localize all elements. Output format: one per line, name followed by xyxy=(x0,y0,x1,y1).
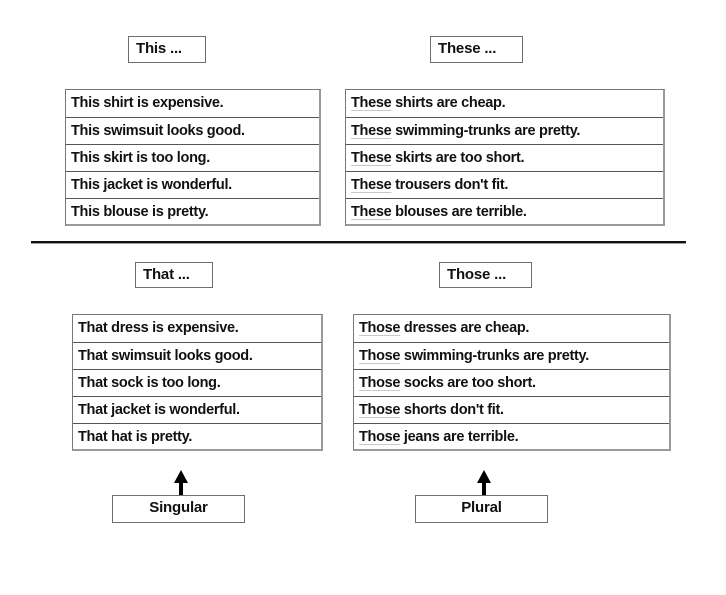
determiner-word: Those xyxy=(359,320,401,336)
determiner-word: These xyxy=(351,123,392,139)
table-this-singular: This shirt is expensive. This swimsuit l… xyxy=(65,89,321,226)
table-row: Those dresses are cheap. xyxy=(359,320,530,336)
table-row: These shirts are cheap. xyxy=(351,95,506,111)
determiner-word: Those xyxy=(359,402,401,418)
determiner-word: These xyxy=(351,150,392,166)
section-divider xyxy=(31,241,686,243)
header-this: This ... xyxy=(128,36,206,63)
table-row: Those shorts don't fit. xyxy=(354,396,669,423)
table-those-plural: Those dresses are cheap. Those swimming-… xyxy=(353,314,671,451)
header-that: That ... xyxy=(135,262,213,288)
table-row: That swimsuit looks good. xyxy=(73,342,321,369)
table-row: That sock is too long. xyxy=(73,369,321,396)
table-row: This skirt is too long. xyxy=(66,144,319,171)
table-row: These skirts are too short. xyxy=(346,144,663,171)
arrow-up-icon xyxy=(477,470,491,496)
table-row: These blouses are terrible. xyxy=(346,198,663,225)
determiner-word: Those xyxy=(359,348,401,364)
determiner-word: Those xyxy=(359,375,401,391)
table-row: These trousers don't fit. xyxy=(346,171,663,198)
table-row: This blouse is pretty. xyxy=(66,198,319,225)
table-row: This jacket is wonderful. xyxy=(66,171,319,198)
determiner-word: These xyxy=(351,95,392,111)
header-these: These ... xyxy=(430,36,523,63)
table-row: That jacket is wonderful. xyxy=(73,396,321,423)
table-that-singular: That dress is expensive. That swimsuit l… xyxy=(72,314,323,451)
table-row: That hat is pretty. xyxy=(73,423,321,450)
header-those: Those ... xyxy=(439,262,532,288)
table-row: Those swimming-trunks are pretty. xyxy=(354,342,669,369)
table-row: This shirt is expensive. xyxy=(71,95,224,111)
table-these-plural: These shirts are cheap. These swimming-t… xyxy=(345,89,665,226)
determiner-word: These xyxy=(351,204,392,220)
label-plural: Plural xyxy=(415,495,548,523)
table-row: Those socks are too short. xyxy=(354,369,669,396)
arrow-up-icon xyxy=(174,470,188,496)
label-singular: Singular xyxy=(112,495,245,523)
table-row: These swimming-trunks are pretty. xyxy=(346,117,663,144)
table-row: Those jeans are terrible. xyxy=(354,423,669,450)
determiner-word: These xyxy=(351,177,392,193)
table-row: That dress is expensive. xyxy=(78,320,239,336)
determiner-word: Those xyxy=(359,429,401,445)
table-row: This swimsuit looks good. xyxy=(66,117,319,144)
